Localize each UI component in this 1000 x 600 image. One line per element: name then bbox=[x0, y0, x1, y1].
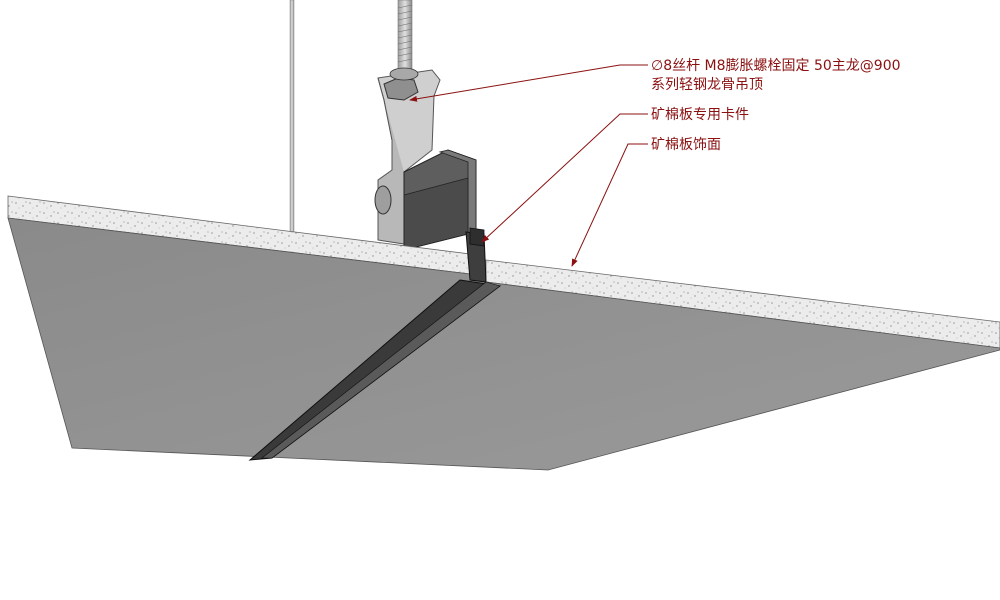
annotation-line: 矿棉板饰面 bbox=[651, 137, 721, 153]
annotation-panel-clip: 矿棉板专用卡件 bbox=[651, 106, 749, 125]
panel-clip bbox=[465, 227, 487, 283]
mineral-board-face bbox=[7, 217, 1000, 471]
annotation-line: 矿棉板专用卡件 bbox=[651, 107, 749, 123]
annotation-mineral-board: 矿棉板饰面 bbox=[651, 136, 721, 155]
annotation-suspension-system: ∅8丝杆 M8膨胀螺栓固定 50主龙@900 系列轻钢龙骨吊顶 bbox=[651, 57, 901, 95]
hanger-bracket bbox=[374, 67, 441, 245]
annotation-line: 系列轻钢龙骨吊顶 bbox=[651, 77, 763, 93]
leader-line-2 bbox=[481, 113, 648, 243]
annotation-line: ∅8丝杆 M8膨胀螺栓固定 50主龙@900 bbox=[651, 58, 901, 74]
main-runner-channel bbox=[403, 149, 477, 251]
leader-line-3 bbox=[571, 143, 648, 267]
hanger-wire bbox=[289, 0, 295, 233]
face-joint-strip bbox=[248, 279, 502, 461]
leader-line-1 bbox=[409, 64, 648, 102]
